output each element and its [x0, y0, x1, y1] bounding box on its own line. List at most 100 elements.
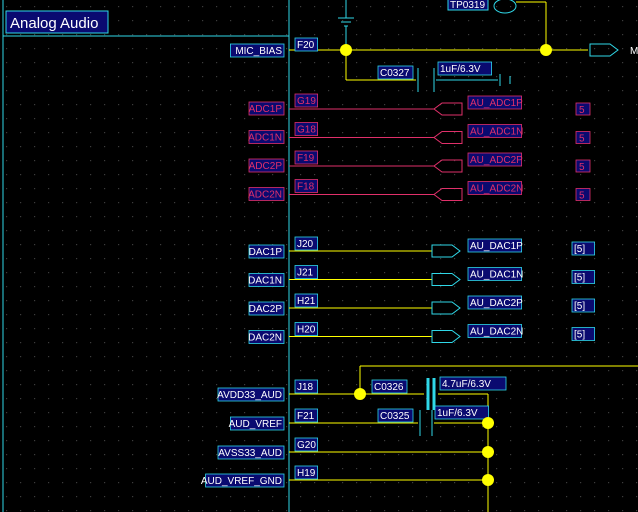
- net-au_dac1p: AU_DAC1P: [467, 238, 523, 253]
- pin-avdd33_aud: AVDD33_AUD: [217, 387, 285, 402]
- net-au_dac2n: AU_DAC2N: [467, 324, 523, 338]
- sheet-au_dac2n: [5]: [571, 327, 596, 341]
- svg-text:AU_ADC2P: AU_ADC2P: [470, 155, 523, 166]
- sheet-au_adc2n: 5: [575, 188, 591, 202]
- svg-text:G20: G20: [297, 440, 316, 451]
- junction-vref: [482, 417, 494, 429]
- test-point: TP0319: [447, 0, 547, 50]
- ball-g18: G18: [294, 122, 319, 136]
- junction-avss: [482, 446, 494, 458]
- svg-text:H20: H20: [297, 325, 316, 336]
- sheet-au_dac2p: [5]: [571, 298, 596, 313]
- svg-text:5: 5: [579, 105, 585, 116]
- pin-avss33_aud: AVSS33_AUD: [217, 445, 285, 460]
- svg-text:AVSS33_AUD: AVSS33_AUD: [218, 448, 282, 459]
- ball-j21: J21: [294, 265, 319, 279]
- svg-text:AU_DAC1N: AU_DAC1N: [470, 270, 523, 281]
- pin-adc1n: ADC1N: [248, 130, 285, 144]
- pin-dac1p: DAC1P: [248, 244, 285, 259]
- svg-text:MIC_BIAS: MIC_BIAS: [235, 46, 282, 57]
- svg-text:F21: F21: [297, 411, 315, 422]
- c0325-value: 1uF/6.3V: [434, 405, 489, 420]
- pin-dac2n: DAC2N: [248, 330, 285, 344]
- sheet-au_adc1p: 5: [575, 102, 591, 116]
- svg-text:AU_DAC1P: AU_DAC1P: [470, 241, 523, 252]
- svg-text:AVDD33_AUD: AVDD33_AUD: [217, 390, 282, 401]
- svg-text:DAC2N: DAC2N: [248, 333, 282, 344]
- svg-text:ADC2P: ADC2P: [249, 161, 283, 172]
- svg-text:J21: J21: [297, 268, 314, 279]
- c0326-value: 4.7uF/6.3V: [439, 376, 507, 391]
- svg-text:G18: G18: [297, 125, 316, 136]
- offpage-mic-bias-net: M: [630, 46, 638, 57]
- offpage-au_dac2p: [431, 301, 461, 315]
- svg-text:4.7uF/6.3V: 4.7uF/6.3V: [442, 379, 491, 390]
- offpage-au_adc2p: [433, 159, 463, 173]
- pin-adc2n: ADC2N: [248, 187, 285, 201]
- svg-text:DAC1N: DAC1N: [248, 276, 282, 287]
- offpage-au_adc1p: [433, 102, 463, 116]
- pin-dac1n: DAC1N: [248, 273, 285, 287]
- junction-mic-bias-left: [340, 44, 352, 56]
- sheet-au_dac1n: [5]: [571, 270, 596, 284]
- net-au_adc1p: AU_ADC1P: [467, 95, 523, 110]
- ic-block: Analog Audio: [2, 0, 290, 512]
- junction-avdd33: [354, 388, 366, 400]
- block-title: Analog Audio: [10, 15, 98, 32]
- sheet-au_adc1n: 5: [575, 131, 591, 145]
- net-au_adc2n: AU_ADC2N: [467, 181, 523, 195]
- offpage-au_dac1p: [431, 244, 461, 258]
- svg-text:[5]: [5]: [574, 301, 585, 312]
- offpage-au_adc2n: [433, 188, 463, 201]
- ball-f21: F21: [294, 408, 319, 423]
- svg-text:[5]: [5]: [574, 244, 585, 255]
- svg-text:DAC1P: DAC1P: [249, 247, 283, 258]
- svg-text:H19: H19: [297, 468, 316, 479]
- pin-aud_vref_gnd: AUD_VREF_GND: [201, 473, 285, 488]
- svg-text:AU_ADC1P: AU_ADC1P: [470, 98, 523, 109]
- svg-text:[5]: [5]: [574, 273, 585, 284]
- junction-mic-bias-right: [540, 44, 552, 56]
- test-point-label: TP0319: [450, 0, 485, 11]
- offpage-au_adc1n: [433, 131, 463, 144]
- c0325-ref: C0325: [377, 408, 414, 423]
- c0326-ref: C0326: [371, 379, 408, 394]
- block-title-box: [5, 10, 109, 34]
- net-au_adc1n: AU_ADC1N: [467, 124, 523, 138]
- svg-text:5: 5: [579, 162, 585, 173]
- pin-mic-bias: MIC_BIAS: [229, 43, 285, 58]
- svg-text:ADC1N: ADC1N: [248, 133, 282, 144]
- junction-vref-gnd: [482, 474, 494, 486]
- svg-text:C0325: C0325: [380, 411, 410, 422]
- net-au_dac2p: AU_DAC2P: [467, 295, 523, 310]
- ball-h20: H20: [294, 322, 319, 336]
- svg-text:1uF/6.3V: 1uF/6.3V: [437, 408, 478, 419]
- ball-mic-bias: F20: [294, 37, 319, 52]
- sheet-au_dac1p: [5]: [571, 241, 596, 256]
- svg-text:F18: F18: [297, 182, 315, 193]
- svg-text:1uF/6.3V: 1uF/6.3V: [440, 64, 481, 75]
- svg-text:DAC2P: DAC2P: [249, 304, 283, 315]
- net-au_dac1n: AU_DAC1N: [467, 267, 523, 281]
- test-point-symbol: [493, 0, 517, 14]
- svg-text:G19: G19: [297, 96, 316, 107]
- svg-text:H21: H21: [297, 296, 316, 307]
- offpage-mic-bias: [589, 43, 619, 57]
- ball-h19: H19: [294, 465, 319, 480]
- wires: [289, 26, 638, 512]
- svg-text:AU_ADC2N: AU_ADC2N: [470, 184, 523, 195]
- ball-j20: J20: [294, 236, 319, 251]
- c0327-ref: C0327: [377, 65, 414, 80]
- svg-text:AUD_VREF: AUD_VREF: [229, 419, 282, 430]
- svg-text:F20: F20: [297, 40, 315, 51]
- ball-g20: G20: [294, 437, 319, 452]
- c0327-value: 1uF/6.3V: [437, 61, 492, 76]
- offpage-au_dac2n: [431, 330, 461, 343]
- sheet-au_adc2p: 5: [575, 159, 591, 173]
- c0326-symbol: [426, 378, 436, 410]
- svg-text:ADC1P: ADC1P: [249, 104, 283, 115]
- svg-text:F19: F19: [297, 153, 315, 164]
- svg-text:5: 5: [579, 191, 585, 202]
